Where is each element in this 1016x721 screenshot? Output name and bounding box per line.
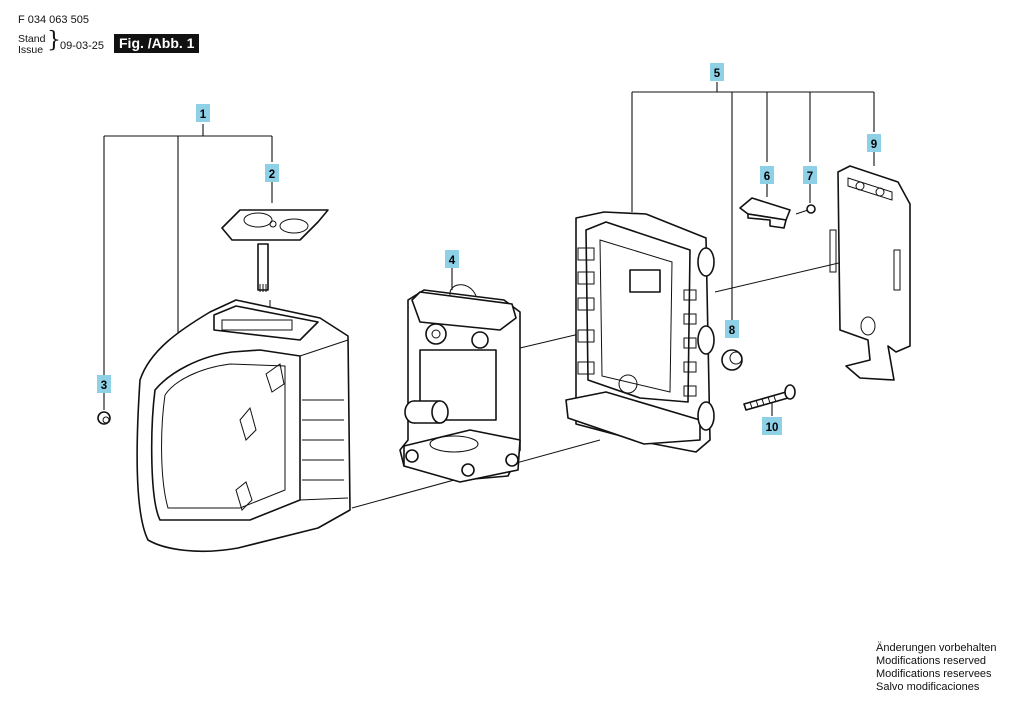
- part-4-laser-module: [399, 284, 521, 483]
- axis-cover: [714, 257, 861, 293]
- stand-issue-label: Stand Issue: [18, 34, 45, 56]
- callout-2: 2: [265, 164, 279, 182]
- figure-label: Fig. /Abb. 1: [114, 34, 200, 53]
- part-2-label-plate: [221, 209, 329, 292]
- svg-text:2: 2: [269, 169, 275, 181]
- note-en: Modifications reserved: [876, 655, 987, 667]
- part-8-plug: [721, 349, 743, 371]
- svg-text:7: 7: [807, 171, 813, 183]
- part-1-housing: [136, 299, 351, 553]
- footer-notes: Änderungen vorbehalten Modifications res…: [876, 642, 996, 694]
- svg-text:4: 4: [449, 255, 456, 267]
- svg-text:3: 3: [101, 380, 107, 392]
- part-code: F 034 063 505: [18, 14, 89, 26]
- svg-text:1: 1: [200, 109, 207, 121]
- svg-text:6: 6: [764, 171, 770, 183]
- callout-4: 4: [445, 250, 459, 268]
- callout-6: 6: [760, 166, 774, 184]
- callout-3: 3: [97, 375, 111, 393]
- leader-1: [103, 124, 273, 375]
- note-es: Salvo modificaciones: [876, 681, 980, 693]
- callout-7: 7: [803, 166, 817, 184]
- part-5-frame: [565, 211, 715, 453]
- brace: }: [47, 28, 61, 53]
- svg-text:10: 10: [766, 422, 779, 434]
- part-3-cap: [97, 411, 111, 425]
- part-9-cover: [829, 165, 911, 381]
- callout-1: 1: [196, 104, 210, 122]
- issue-label: Issue: [18, 44, 44, 56]
- callout-5: 5: [710, 63, 724, 81]
- svg-text:8: 8: [729, 325, 736, 337]
- svg-text:5: 5: [714, 68, 721, 80]
- note-de: Änderungen vorbehalten: [876, 642, 997, 654]
- note-fr: Modifications reservees: [876, 668, 992, 680]
- issue-date: 09-03-25: [60, 40, 105, 52]
- svg-text:9: 9: [871, 139, 877, 151]
- callout-8: 8: [725, 320, 739, 338]
- callout-10: 10: [762, 417, 782, 435]
- stand-label: Stand: [18, 33, 46, 45]
- callout-9: 9: [867, 134, 881, 152]
- part-6-clip: [739, 197, 791, 229]
- part-10-screw: [743, 384, 796, 411]
- part-7-screw: [795, 204, 816, 215]
- leader-5: [631, 82, 875, 320]
